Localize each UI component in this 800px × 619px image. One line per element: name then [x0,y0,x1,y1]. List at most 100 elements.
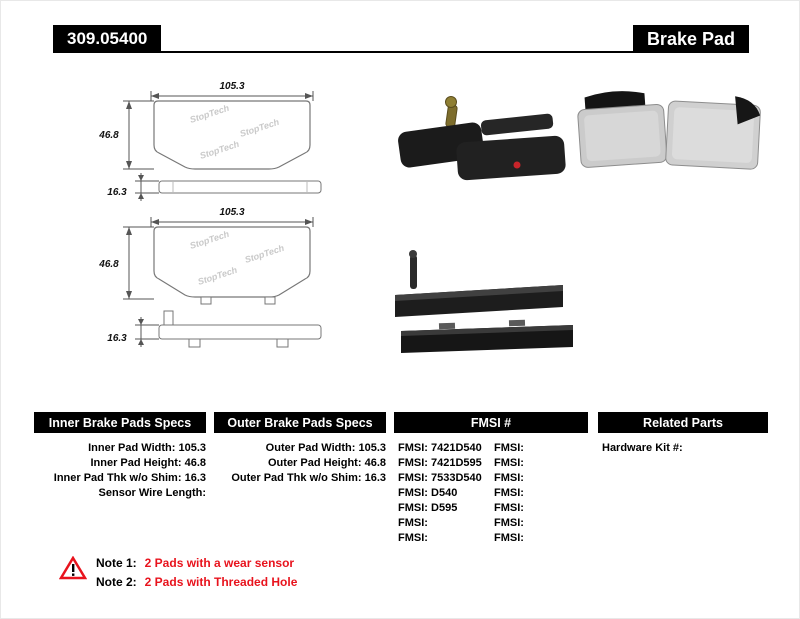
pad-clip [438,322,456,330]
wear-sensor-tip [409,250,417,258]
spec-row: Sensor Wire Length: [34,487,206,502]
page-header: 309.05400 Brake Pad [53,25,749,53]
fmsi-value: D595 [431,502,458,514]
note-row: Note 1: 2 Pads with a wear sensor [96,554,297,573]
arrowhead [138,339,144,345]
pad-edge-lower-highlight [401,325,573,336]
fmsi-row: FMSI: 7421D540 [398,442,510,457]
fmsi-value: D540 [431,487,458,499]
spec-row: Outer Pad Height: 46.8 [214,457,386,472]
fmsi-row: FMSI: [398,517,510,532]
spec-label: Outer Pad Width: [265,442,356,454]
fmsi-label: FMSI: [398,532,428,544]
fmsi-row: FMSI: [494,457,584,472]
dim-bottom-height-label: 46.8 [98,259,119,270]
pad-shim [735,96,761,125]
spec-row: Outer Pad Width: 105.3 [214,442,386,457]
fmsi-label: FMSI: [398,487,428,499]
spec-row: Inner Pad Width: 105.3 [34,442,206,457]
arrowhead [138,319,144,325]
side-view-tab [276,338,289,348]
dim-bottom-width-label: 105.3 [219,207,244,218]
arrowhead [138,193,144,199]
pad-front-outline-bottom [153,226,311,298]
arrowhead [305,93,313,99]
fmsi-row: FMSI: 7533D540 [398,472,510,487]
friction-surface-inner [584,110,661,162]
pad-edge-upper-highlight [395,285,563,301]
threaded-hole-marker [513,161,521,169]
fmsi-row: FMSI: [494,472,584,487]
warning-exclamation-dot [72,573,75,576]
dim-top-thickness-label: 16.3 [107,187,127,198]
dim-top-height-label: 46.8 [98,130,119,141]
fmsi-header: FMSI # [394,412,588,433]
spec-value: 16.3 [364,472,386,484]
spec-row: Inner Pad Height: 46.8 [34,457,206,472]
spec-label: Inner Pad Height: [90,457,182,469]
dim-lines-top-width [150,91,314,101]
fmsi-row: FMSI: [398,532,510,547]
wear-sensor-wire [410,255,417,289]
fmsi-label: FMSI: [398,502,428,514]
warning-icon [59,556,87,580]
fmsi-label: FMSI: [494,487,524,499]
warning-exclamation [72,564,75,572]
spec-value: 16.3 [184,472,206,484]
related-row: Hardware Kit #: [602,442,766,457]
fmsi-row: FMSI: D595 [398,502,510,517]
fmsi-row: FMSI: [494,532,584,547]
outer-specs-column: Outer Pad Width: 105.3 Outer Pad Height:… [214,442,386,487]
dim-lines-bottom-thickness [135,317,159,347]
spec-row: Inner Pad Thk w/o Shim: 16.3 [34,472,206,487]
photo-pads-with-sensor [398,96,566,181]
fmsi-row: FMSI: 7421D595 [398,457,510,472]
pad-photo-shape [456,135,566,181]
dim-lines-top-height [123,100,154,170]
arrowhead [126,101,132,109]
fmsi-value: 7421D540 [431,442,482,454]
pad-side-view-bottom [158,324,322,340]
photo-pads-edge-view [395,250,573,353]
photo-pads-friction-view [577,91,761,170]
sensor-tab-drawing [163,310,174,326]
fmsi-label: FMSI: [494,472,524,484]
arrowhead [138,175,144,181]
pad-front-outline-top [153,100,311,170]
spec-value: 105.3 [178,442,206,454]
part-number: 309.05400 [53,25,162,53]
pad-photo-shape [480,113,554,136]
fmsi-row: FMSI: D540 [398,487,510,502]
fmsi-row: FMSI: [494,487,584,502]
note-text: 2 Pads with a wear sensor [144,556,295,570]
note-label: Note 2: [96,575,137,589]
fmsi-label: FMSI: [494,457,524,469]
pad-side-view-top [158,180,322,194]
note-label: Note 1: [96,556,137,570]
fmsi-label: FMSI: [398,457,428,469]
friction-surface-inner [671,107,755,163]
dim-bottom-thickness-label: 16.3 [107,333,127,344]
arrowhead [126,291,132,299]
arrowhead [126,227,132,235]
spec-label: Outer Pad Height: [268,457,362,469]
spec-label: Inner Pad Width: [88,442,176,454]
fmsi-label: FMSI: [494,532,524,544]
fmsi-label: FMSI: [398,472,428,484]
pad-lug [264,296,276,305]
arrowhead [151,93,159,99]
dim-lines-bottom-width [150,217,314,227]
spec-value: 105.3 [358,442,386,454]
arrowhead [305,219,313,225]
pad-lug [200,296,212,305]
spec-row: Outer Pad Thk w/o Shim: 16.3 [214,472,386,487]
wear-sensor [445,104,458,128]
side-view-tab [188,338,201,348]
spec-label: Sensor Wire Length: [98,487,206,499]
arrowhead [126,161,132,169]
fmsi-label: FMSI: [494,442,524,454]
spec-value: 46.8 [184,457,206,469]
fmsi-right-column: FMSI: FMSI: FMSI: FMSI: FMSI: FMSI: FMSI… [494,442,584,547]
fmsi-label: FMSI: [398,517,428,529]
